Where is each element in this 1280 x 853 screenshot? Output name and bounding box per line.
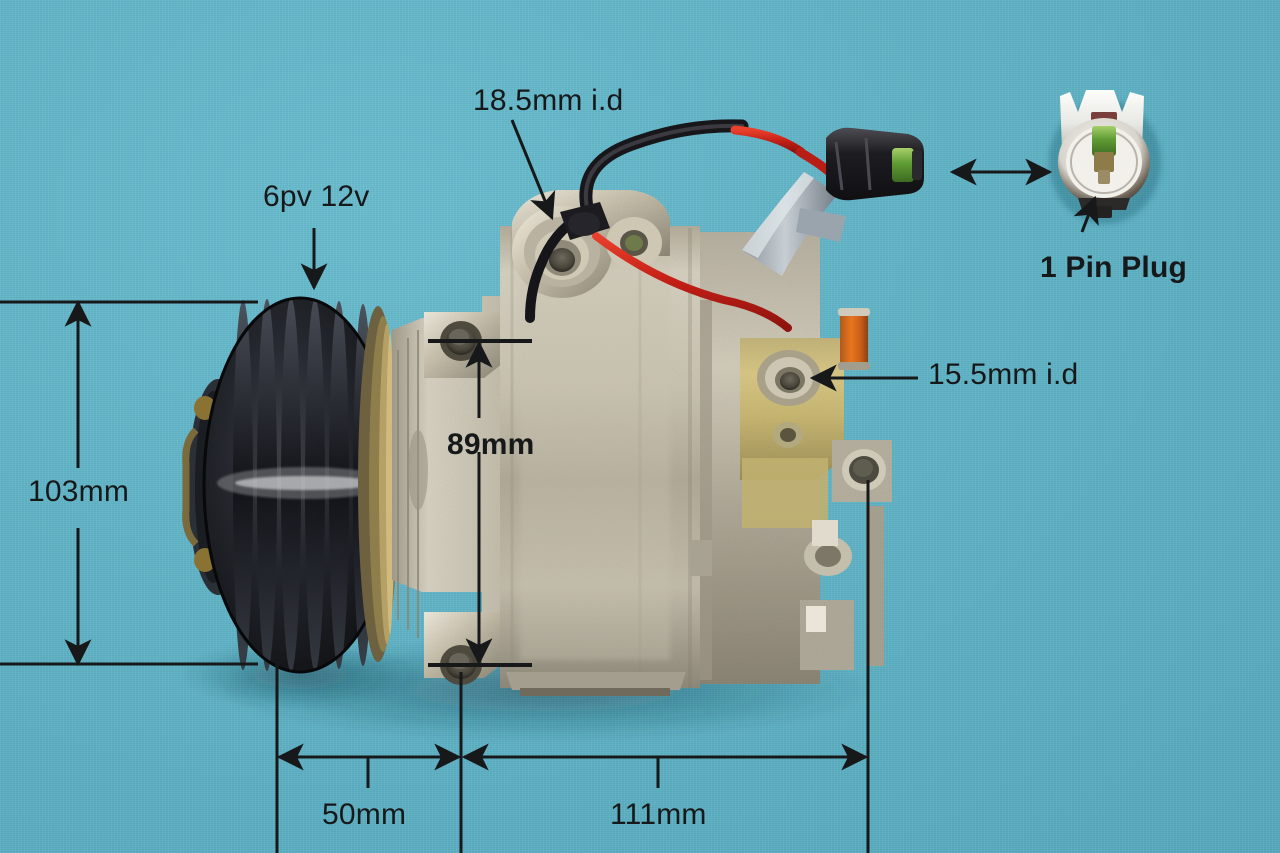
label-body-length: 111mm [610,798,707,831]
one-pin-connector [826,127,924,201]
label-mount-height: 89mm [447,428,535,461]
compressor-rear-head [700,232,892,684]
clutch-pulley [182,296,398,674]
label-pulley-diameter: 103mm [28,475,130,508]
label-discharge-port: 15.5mm i.d [928,358,1079,391]
suction-port-arrow [510,119,556,221]
one-pin-plug-detail [1049,90,1161,224]
label-pulley-depth: 50mm [322,798,407,831]
compressor-barrel [500,226,700,696]
label-pulley-spec: 6pv 12v [263,180,370,213]
label-suction-port: 18.5mm i.d [473,84,624,117]
label-pin-plug: 1 Pin Plug [1040,251,1188,284]
pin-plug-arrow [1073,195,1099,233]
front-housing-hardware [408,430,712,576]
wiring-harness [525,119,924,332]
